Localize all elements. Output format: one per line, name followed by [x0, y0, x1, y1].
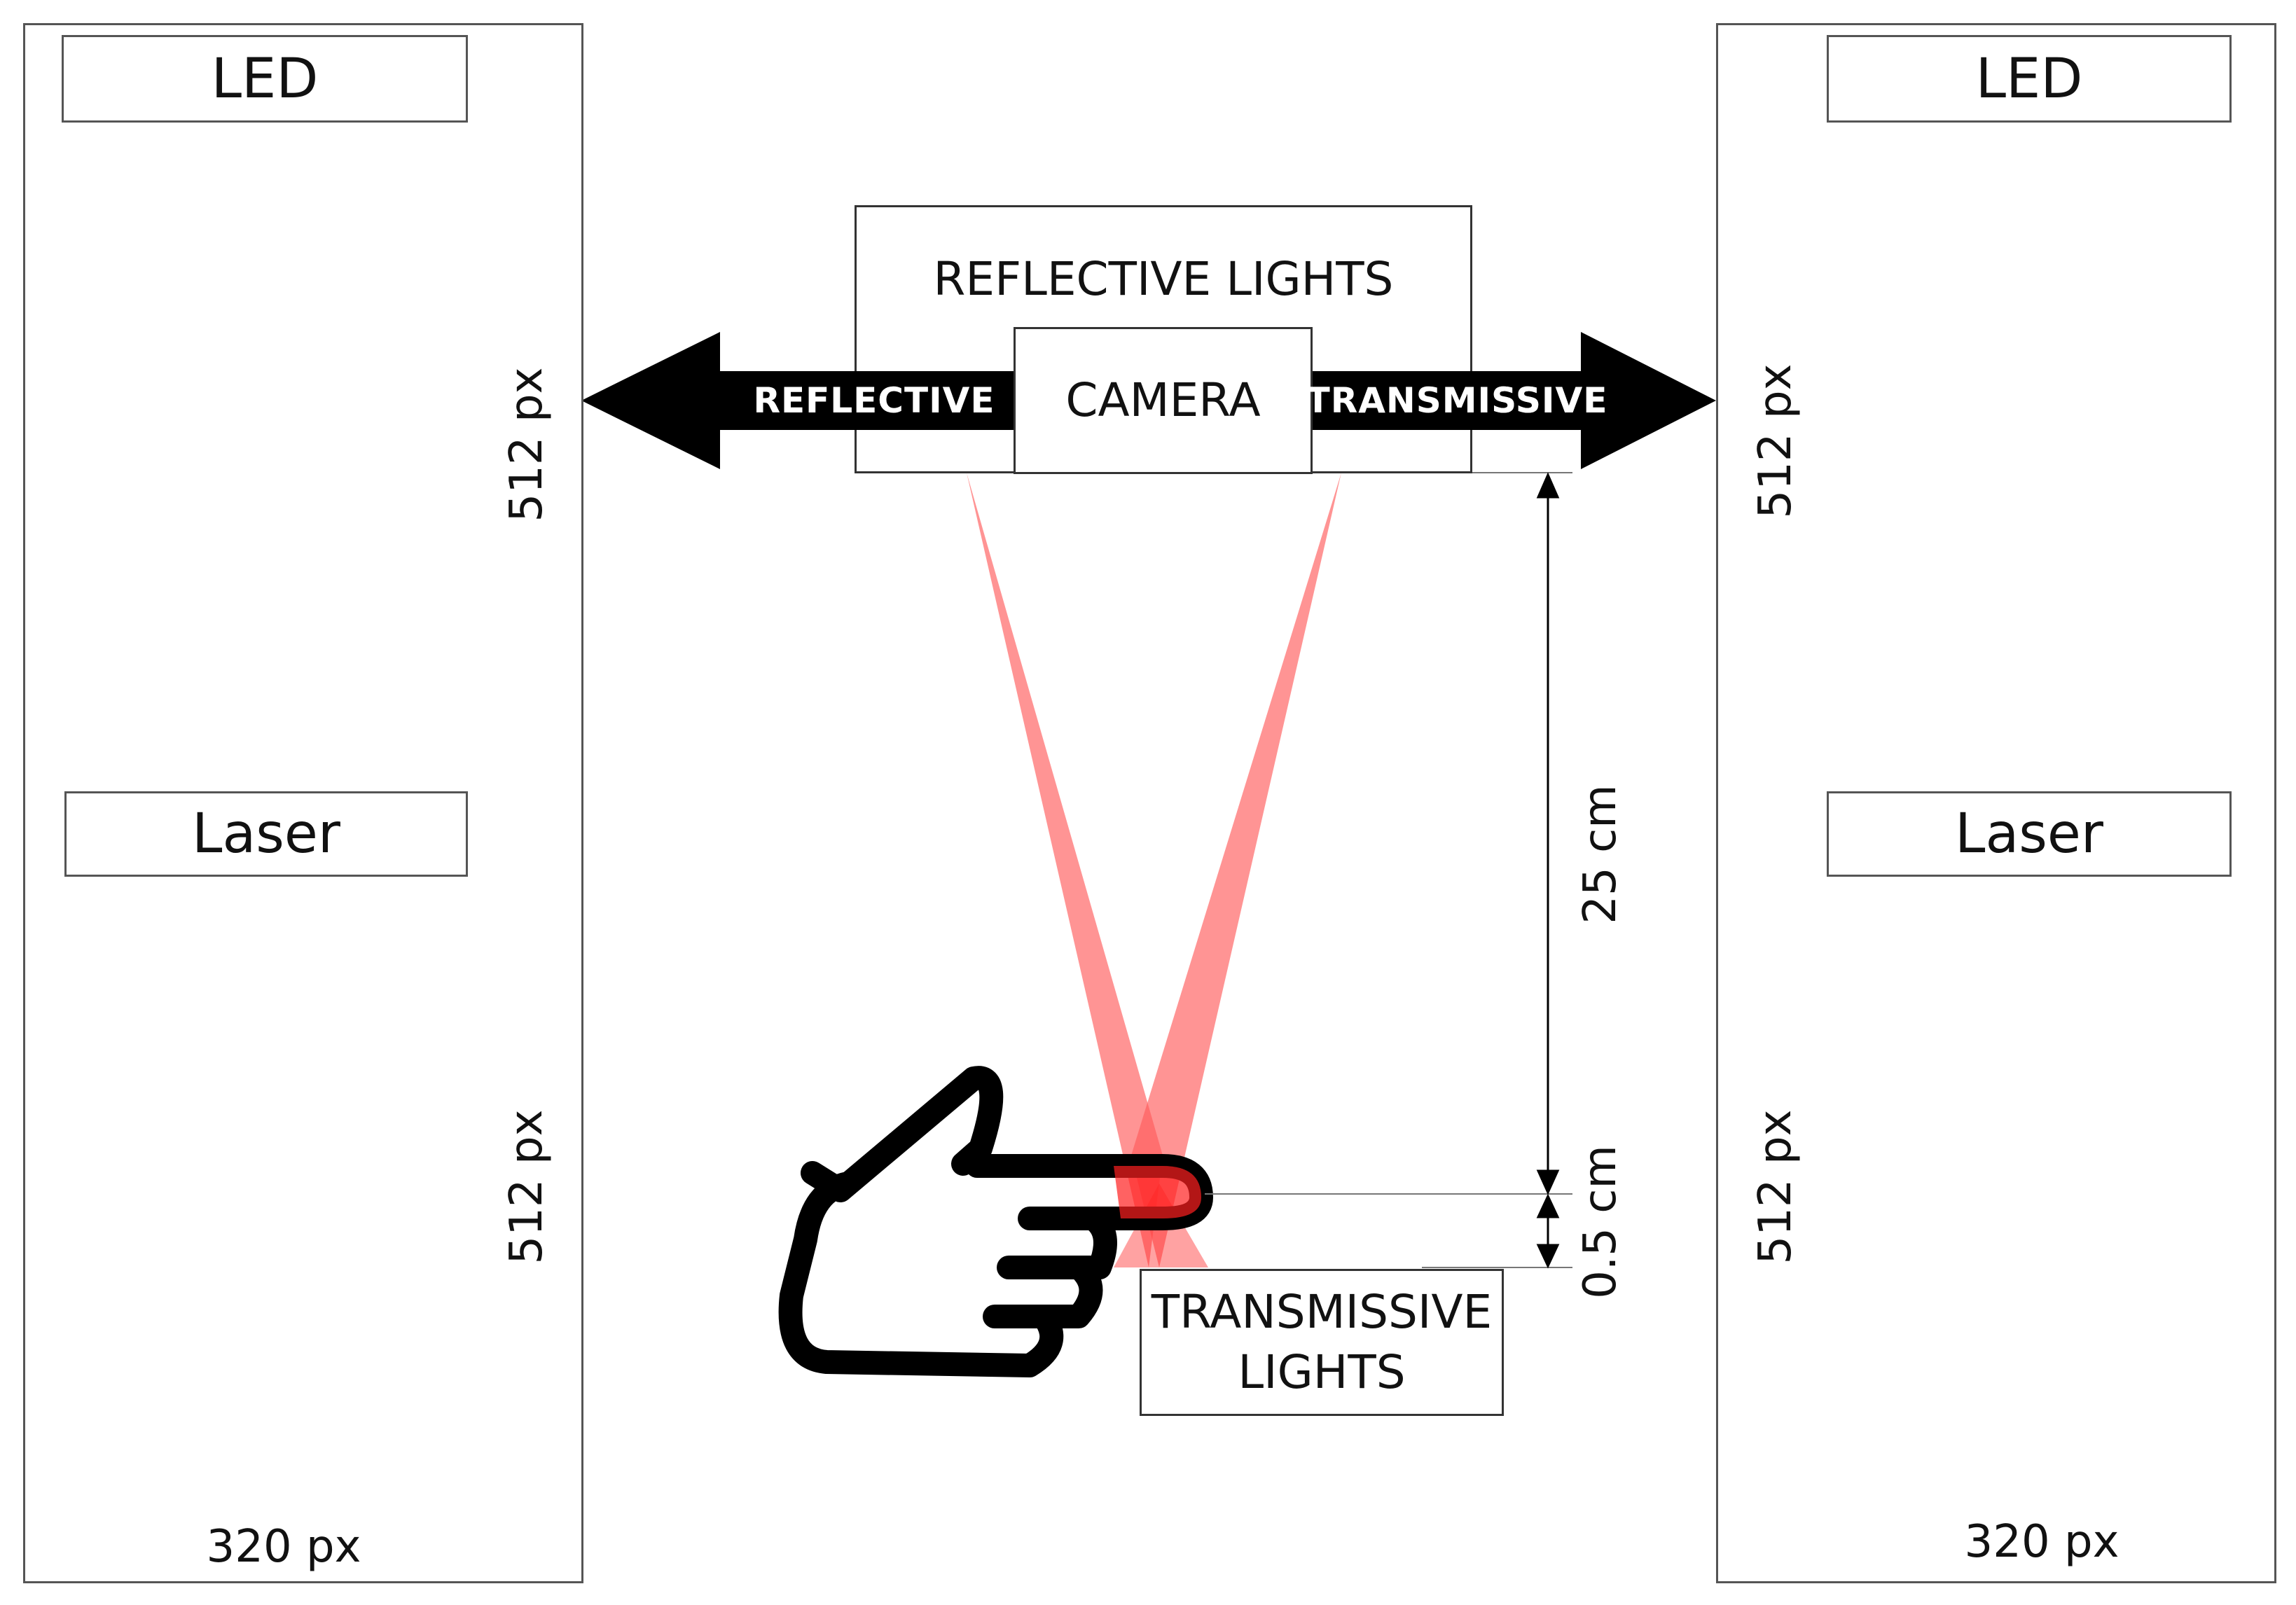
reflective-arrow-label-overlay: REFLECTIVE	[753, 380, 995, 421]
reflective-lights-label: REFLECTIVE LIGHTS	[933, 252, 1394, 306]
right-laser-height-label: 512 px	[1750, 1109, 1801, 1265]
camera-box: CAMERA	[1014, 327, 1313, 474]
left-laser-title: Laser	[64, 791, 468, 877]
transmissive-lights-box: TRANSMISSIVE LIGHTS	[1140, 1269, 1504, 1416]
right-led-height-label: 512 px	[1750, 363, 1801, 519]
left-led-title: LED	[62, 35, 468, 123]
right-laser-title: Laser	[1827, 791, 2232, 877]
left-led-height-label: 512 px	[501, 367, 553, 522]
camera-distance-label: 25 cm	[1575, 784, 1626, 924]
light-beams	[967, 473, 1341, 1267]
illuminated-fingertip	[1114, 1166, 1201, 1218]
camera-label: CAMERA	[1065, 373, 1261, 428]
transmissive-lights-label-line1: TRANSMISSIVE	[1151, 1285, 1493, 1340]
transmissive-arrow-label-overlay: TRANSMISSIVE	[1306, 380, 1608, 421]
right-led-title: LED	[1827, 35, 2232, 123]
left-laser-height-label: 512 px	[501, 1109, 553, 1265]
dimension-lines	[1205, 472, 1572, 1269]
left-width-label: 320 px	[206, 1521, 361, 1573]
right-width-label: 320 px	[1964, 1516, 2119, 1568]
lights-distance-label: 0.5 cm	[1575, 1145, 1626, 1299]
transmissive-lights-label-line2: LIGHTS	[1238, 1345, 1406, 1399]
